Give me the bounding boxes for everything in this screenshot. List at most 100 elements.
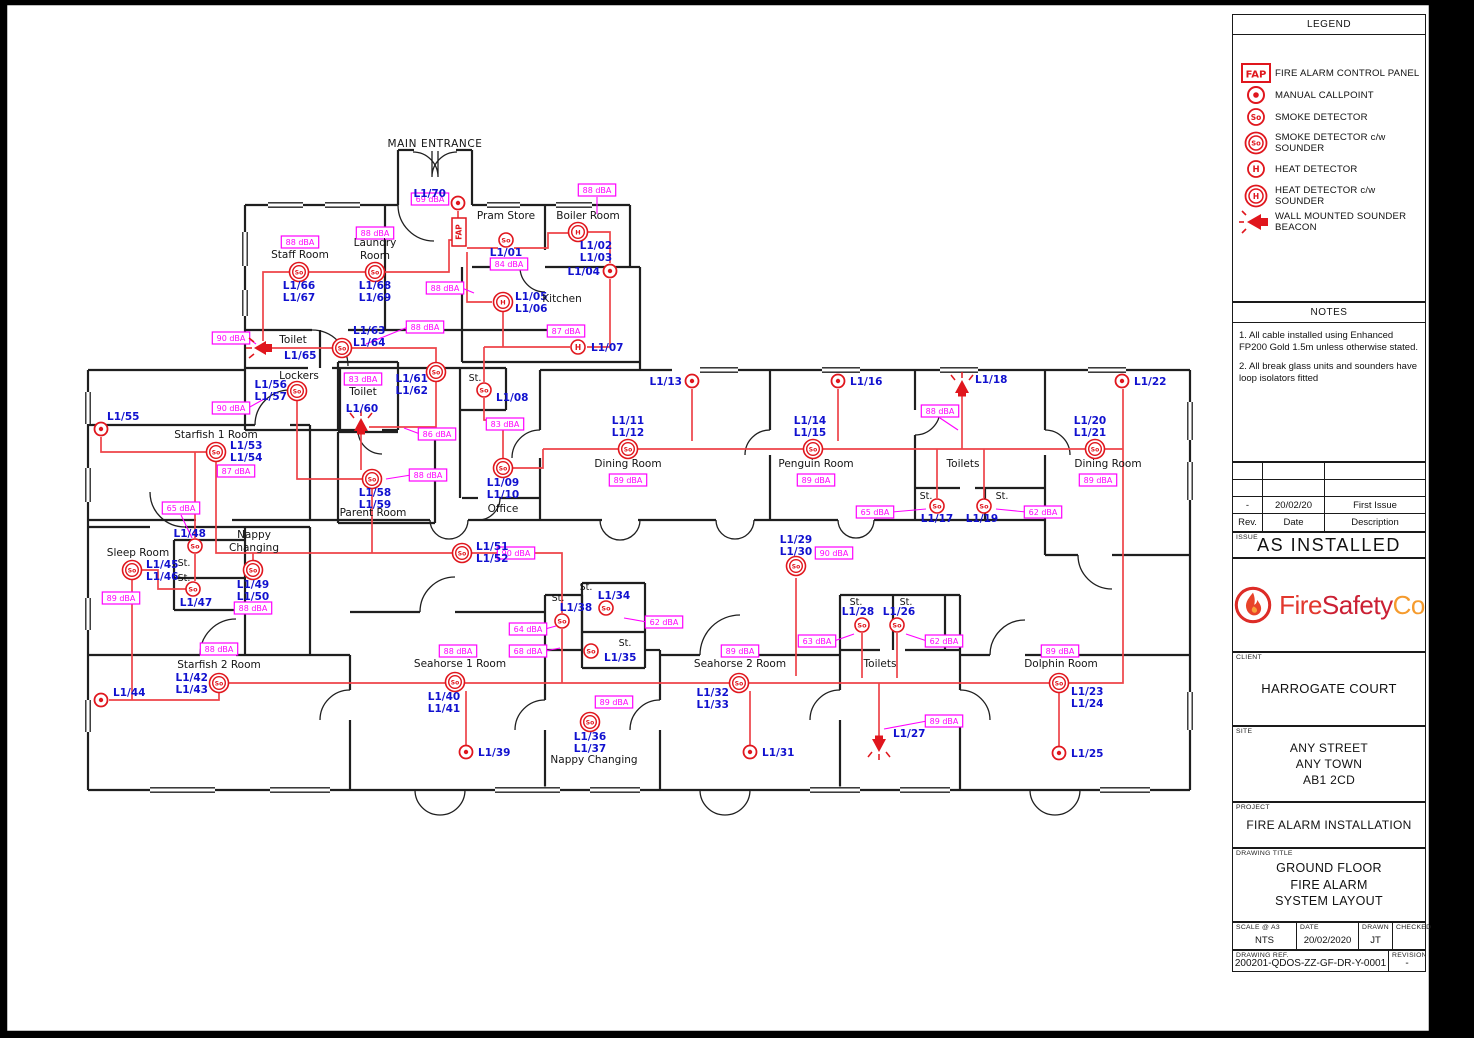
device-label: L1/33 — [697, 699, 729, 711]
svg-text:So: So — [128, 567, 136, 574]
drawn-cell: DRAWN JT — [1359, 923, 1393, 949]
svg-text:87 dBA: 87 dBA — [552, 327, 581, 336]
device-label: L1/37 — [574, 743, 606, 755]
device-label: L1/31 — [762, 747, 794, 759]
dba-label: 87 dBA — [546, 324, 586, 338]
dba-label: 83 dBA — [343, 372, 383, 386]
device-label: L1/63 — [353, 325, 385, 337]
svg-text:H: H — [1252, 165, 1259, 175]
device-label: L1/05 — [515, 291, 547, 303]
svg-text:65 dBA: 65 dBA — [861, 508, 890, 517]
door-arc — [519, 266, 546, 293]
room-label: St. — [178, 558, 191, 569]
door-arc — [715, 519, 736, 540]
svg-text:87 dBA: 87 dBA — [222, 467, 251, 476]
h_snd-icon: H — [1244, 184, 1268, 208]
device-label: L1/60 — [346, 403, 378, 415]
svg-text:83 dBA: 83 dBA — [349, 375, 378, 384]
dba-label: 62 dBA — [995, 505, 1063, 519]
door-arc — [855, 519, 875, 539]
svg-text:H: H — [575, 343, 581, 352]
device-label: L1/30 — [780, 546, 812, 558]
device-L1-39: L1/39 — [458, 744, 510, 760]
room-label: Penguin Room — [778, 458, 853, 470]
device-label: L1/09 — [487, 477, 519, 489]
checked-cell: CHECKED — [1396, 924, 1432, 931]
room-label: Starfish 1 Room — [174, 429, 258, 441]
device-label: L1/19 — [966, 513, 998, 525]
legend-item-label: SMOKE DETECTOR c/w SOUNDER — [1275, 132, 1386, 154]
device-label: L1/51 — [476, 541, 508, 553]
door-arc — [1044, 429, 1071, 456]
svg-text:So: So — [458, 550, 466, 557]
device-L1-22: L1/22 — [1114, 373, 1166, 389]
device-label: L1/69 — [359, 292, 391, 304]
svg-text:So: So — [499, 465, 507, 472]
dba-label: 88 dBA — [199, 642, 239, 656]
device-label: L1/66 — [283, 280, 315, 292]
dba-label: 88 dBA — [577, 183, 617, 214]
svg-text:H: H — [500, 299, 505, 307]
room-label: Toilet — [278, 334, 306, 346]
svg-text:So: So — [432, 369, 440, 376]
project-panel: PROJECT FIRE ALARM INSTALLATION — [1232, 802, 1426, 848]
device-label: L1/48 — [174, 528, 206, 540]
svg-text:89 dBA: 89 dBA — [1046, 647, 1075, 656]
alarm-loop-wire — [109, 693, 220, 701]
door-arc — [1029, 789, 1056, 816]
device-label: L1/04 — [568, 266, 600, 278]
room-label: Laundry — [354, 237, 397, 249]
door-arc — [254, 389, 291, 426]
device-label: L1/42 — [176, 672, 208, 684]
dba-label: 86 dBA — [403, 427, 457, 441]
door-arc — [514, 699, 546, 731]
legend-item-label: MANUAL CALLPOINT — [1275, 89, 1374, 101]
alarm-loop-wire — [296, 400, 362, 480]
svg-text:So: So — [735, 680, 743, 687]
date-value: 20/02/2020 — [1303, 935, 1352, 946]
room-label: Seahorse 1 Room — [414, 658, 506, 670]
svg-text:89 dBA: 89 dBA — [614, 476, 643, 485]
svg-text:84 dBA: 84 dBA — [495, 260, 524, 269]
svg-text:88 dBA: 88 dBA — [239, 604, 268, 613]
device-label: L1/28 — [842, 606, 874, 618]
drawn-value: JT — [1370, 935, 1381, 946]
room-label: Room — [360, 250, 390, 262]
device-label: L1/47 — [180, 597, 212, 609]
dba-label: 89 dBA — [101, 591, 141, 605]
device-label: L1/62 — [396, 385, 428, 397]
device-L1-31: L1/31 — [742, 744, 794, 760]
svg-text:So: So — [892, 622, 902, 630]
room-label: St. — [920, 491, 933, 502]
dba-label: 88 dBA — [365, 320, 445, 345]
door-arc — [397, 204, 435, 242]
svg-text:So: So — [1091, 446, 1099, 453]
svg-text:So: So — [979, 503, 989, 511]
door-arc — [477, 497, 501, 521]
dba-label: 88 dBA — [920, 404, 960, 431]
dba-label: 89 dBA — [1040, 644, 1080, 658]
alarm-loop-wire — [466, 252, 492, 303]
device-label: L1/17 — [921, 513, 953, 525]
svg-text:So: So — [295, 269, 303, 276]
svg-text:69 dBA: 69 dBA — [416, 195, 445, 204]
drawing-title-line: FIRE ALARM — [1290, 877, 1368, 892]
door-arc — [699, 789, 726, 816]
fap-icon: FAP — [1241, 63, 1271, 83]
svg-text:So: So — [501, 237, 511, 245]
device-label: L1/65 — [284, 350, 316, 362]
room-label: Seahorse 2 Room — [694, 658, 786, 670]
scale-value: NTS — [1255, 935, 1274, 946]
room-label: St. — [552, 593, 565, 604]
room-label: Nappy — [237, 529, 271, 541]
flame-icon — [1234, 586, 1272, 624]
site-label: SITE — [1236, 728, 1253, 735]
door-arc — [629, 699, 661, 731]
room-label: Toilets — [863, 658, 897, 670]
